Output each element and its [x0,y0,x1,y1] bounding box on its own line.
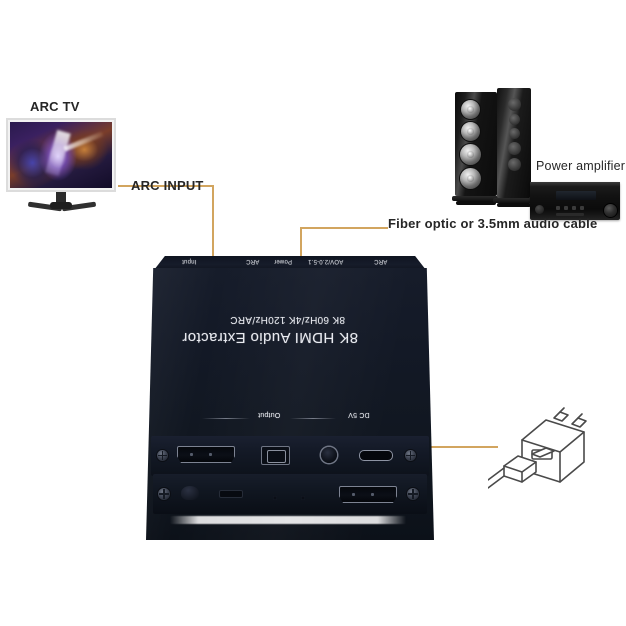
label-power-amplifier: Power amplifier [536,159,626,173]
callout-line-arc-input-down [212,185,214,255]
av-receiver-icon [530,182,620,220]
audio-jack-3-5mm-port[interactable] [321,447,337,463]
device-label-output: Output [258,411,281,418]
tower-speaker-left [452,92,500,210]
receiver-label-strip [556,213,584,216]
device-label-rule-right [290,418,336,419]
tv-stand-center [50,202,72,209]
speaker-foot [456,201,496,205]
device-rear-edge [154,256,426,270]
tv-frame [6,118,116,192]
hdmi-audio-extractor-device: Input ARC Power AOV/2.0-5.1 ARC 8K 60Hz/… [146,256,434,540]
ir-receiver-dome [181,486,199,500]
tv-icon [6,118,116,218]
device-drop-shadow [170,516,406,524]
device-rear-label-aov: AOV/2.0-5.1 [308,258,344,264]
speaker-driver-woofer-1 [508,142,521,155]
usb-c-power-port[interactable] [359,450,393,461]
speaker-driver-mid-2 [509,128,520,139]
device-screw-front-right [405,450,416,461]
device-front-port-panel [151,436,429,476]
device-vent-hole-2 [301,496,305,500]
device-rear-label-input: Input [182,258,197,264]
device-label-dc-5v: DC 5V [348,411,370,418]
label-arc-input: ARC INPUT [131,178,204,193]
device-spec-text: 8K 60Hz/4K 120Hz/ARC [230,314,345,325]
device-bottom-face [153,474,427,514]
speaker-driver-mid-1 [509,114,520,125]
hdmi-input-port[interactable] [177,446,235,463]
receiver-top-panel [530,182,620,187]
speaker-foot [497,203,531,207]
tv-screen-image [10,122,112,188]
receiver-button-1[interactable] [556,206,560,210]
callout-line-power-adapter [412,446,498,448]
callout-line-fiber-down [300,227,302,255]
device-rear-label-arc-1: ARC [246,258,260,264]
speaker-plinth [493,198,535,203]
speaker-driver-tweeter [508,98,521,111]
device-rear-label-arc-2: ARC [374,258,388,264]
usb-power-adapter-icon [487,404,608,500]
receiver-button-4[interactable] [580,206,584,210]
tower-speaker-right [493,88,535,210]
speaker-driver-woofer-2 [460,168,481,189]
device-vent-hole-1 [273,496,277,500]
hdmi-output-port[interactable] [339,486,397,503]
speaker-plinth [452,196,500,201]
callout-line-arc-input-horizontal [118,185,214,187]
receiver-volume-knob[interactable] [604,204,617,217]
optical-spdif-port[interactable] [261,446,290,465]
receiver-source-knob[interactable] [535,205,544,214]
speaker-driver-woofer-2 [508,158,521,171]
label-fiber-optic-cable: Fiber optic or 3.5mm audio cable [388,216,598,231]
device-screw-bottom-right [407,488,419,500]
callout-line-fiber-horizontal [300,227,388,229]
device-bottom-slot [219,490,243,498]
receiver-display [556,191,596,200]
speaker-driver-mid [461,122,480,141]
speaker-driver-woofer-1 [460,144,481,165]
device-screw-front-left [157,450,168,461]
device-label-rule-left [202,418,250,419]
device-screw-bottom-left [158,488,170,500]
label-arc-tv: ARC TV [30,99,80,114]
tv-stand-neck [56,192,66,204]
receiver-button-2[interactable] [564,206,568,210]
receiver-button-3[interactable] [572,206,576,210]
device-rear-label-power: Power [274,258,293,264]
speaker-driver-tweeter [461,100,480,119]
device-brand-text: 8K HDMI Audio Extractor [182,329,358,346]
